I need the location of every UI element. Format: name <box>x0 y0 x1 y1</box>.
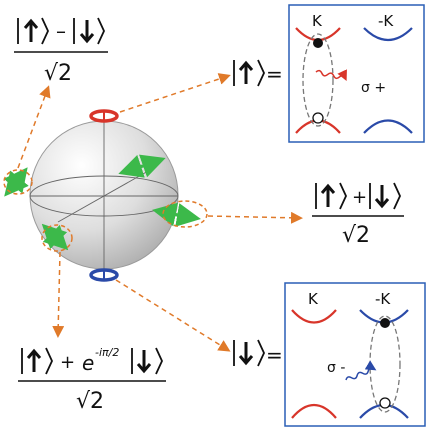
down-arrow-icon <box>136 350 152 374</box>
valley-panel-sigma-minus: K -K σ - <box>284 282 426 427</box>
ket-minus-state: – √2 <box>14 17 108 86</box>
valley-negk-label: -K <box>378 12 394 30</box>
exponential-power: -iπ/2 <box>95 346 119 359</box>
up-arrow-icon <box>238 60 254 84</box>
valley-k-label: K <box>312 12 323 30</box>
exponential-base: e <box>82 351 94 375</box>
down-arrow-icon <box>79 20 95 44</box>
green-arrow-icon-1 <box>118 154 166 178</box>
down-arrow-icon <box>238 342 254 366</box>
valley-negk-label: -K <box>375 290 391 308</box>
electron-icon <box>380 318 390 328</box>
green-arrow-icon-2 <box>152 202 201 227</box>
green-arrow-icon-3 <box>3 167 29 197</box>
ket-up-label: = <box>233 59 283 87</box>
plus-sign: + <box>352 187 367 208</box>
sqrt2-denominator: √2 <box>76 389 104 414</box>
up-arrow-icon <box>26 348 42 372</box>
red-rotation-icon <box>89 109 119 123</box>
bloch-sphere <box>29 120 179 270</box>
plus-sign: + <box>60 352 75 373</box>
down-arrow-icon <box>374 185 390 209</box>
equals-sign: = <box>266 343 283 367</box>
ket-down-label: = <box>233 339 283 367</box>
sigma-minus-label: σ - <box>327 360 345 376</box>
highlight-circles <box>3 169 208 252</box>
ket-phase-state: + e -iπ/2 √2 <box>18 346 166 414</box>
pointer-arrows <box>17 73 303 352</box>
sqrt2-denominator: √2 <box>342 223 370 248</box>
valley-panel-sigma-plus: K -K σ + <box>288 4 425 143</box>
sqrt2-denominator: √2 <box>44 61 72 86</box>
ket-plus-state: + √2 <box>312 182 404 248</box>
minus-sign: – <box>56 19 66 43</box>
sigma-plus-label: σ + <box>361 80 386 96</box>
up-arrow-icon <box>320 183 336 207</box>
green-arrow-icon-4 <box>41 223 69 251</box>
electron-icon <box>313 38 323 48</box>
up-arrow-icon <box>23 18 39 42</box>
hole-icon <box>379 397 391 409</box>
blue-rotation-icon <box>89 268 119 282</box>
hole-icon <box>312 112 324 124</box>
valley-k-label: K <box>308 290 319 308</box>
equals-sign: = <box>266 62 283 86</box>
